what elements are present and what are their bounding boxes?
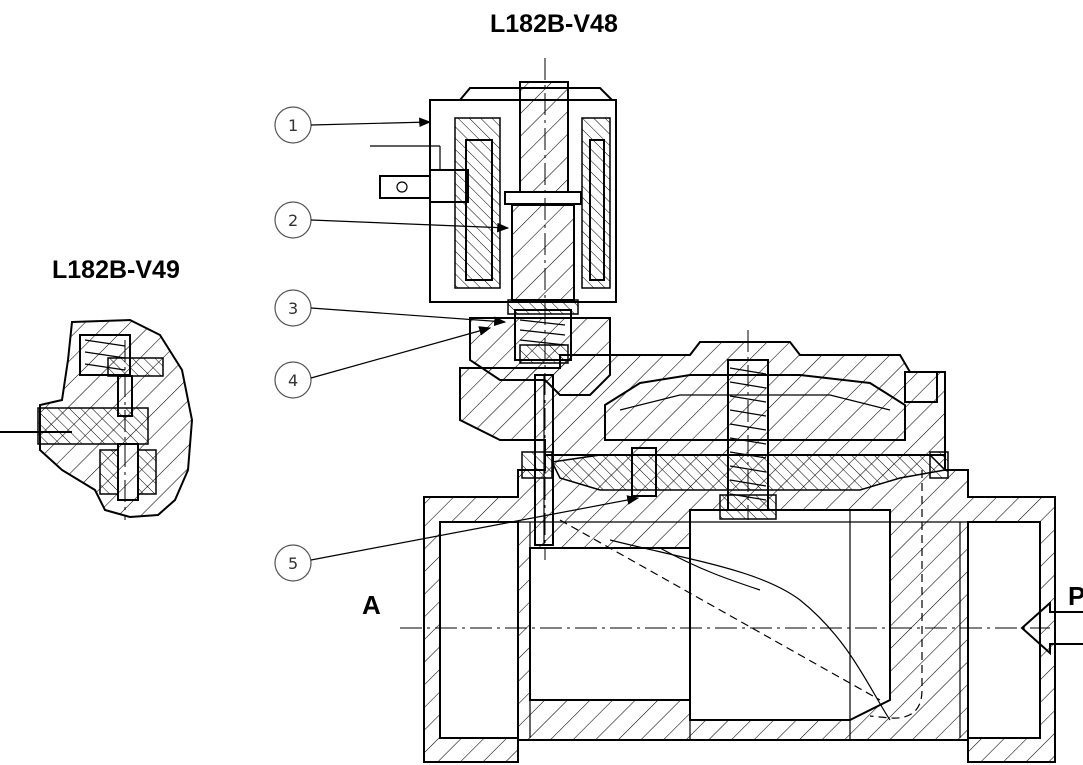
valve-body [423, 454, 1056, 763]
detail-view-title: L182B-V49 [52, 256, 180, 284]
balloon-4: 4 [274, 361, 312, 399]
main-view-title: L182B-V48 [490, 10, 618, 38]
svg-text:1: 1 [288, 116, 298, 135]
detail-view [0, 318, 194, 520]
balloon-1: 1 [274, 106, 312, 144]
bypass-channel-2 [559, 519, 881, 701]
svg-text:3: 3 [288, 299, 298, 318]
inlet-port-label: P [1068, 581, 1083, 611]
balloon-2: 2 [274, 201, 312, 239]
pilot-block [469, 309, 611, 396]
balloon-5: 5 [274, 544, 312, 582]
leader-lines [310, 117, 640, 561]
balloon-3: 3 [274, 289, 312, 327]
svg-text:4: 4 [288, 371, 298, 390]
armature [504, 81, 582, 315]
svg-text:2: 2 [288, 211, 298, 230]
svg-text:5: 5 [288, 554, 298, 573]
outlet-port-label: A [362, 590, 381, 620]
inlet-flow-arrow-icon [1020, 600, 1083, 656]
solenoid-coil [370, 87, 617, 303]
